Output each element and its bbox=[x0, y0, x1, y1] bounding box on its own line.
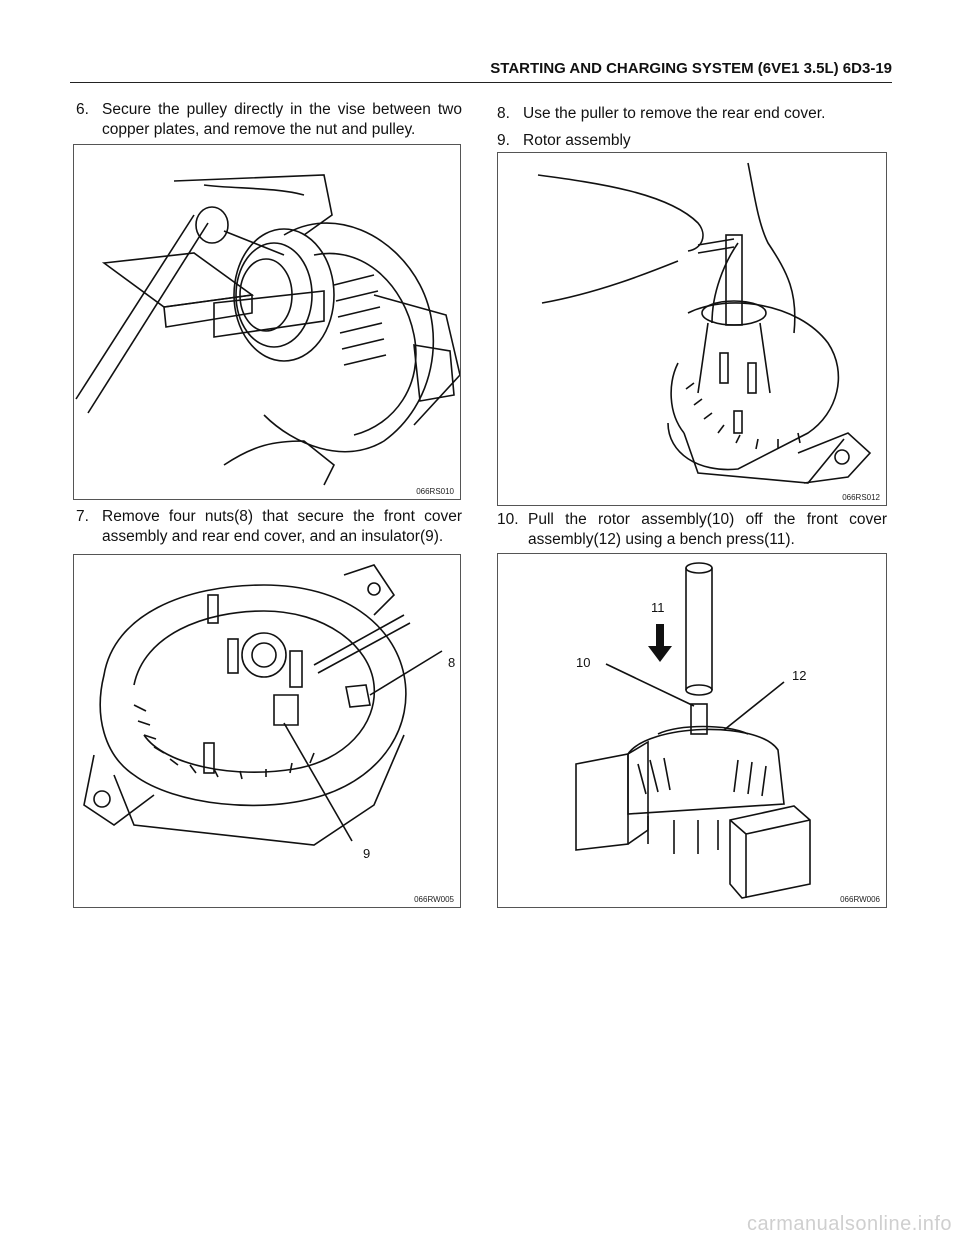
page-header: STARTING AND CHARGING SYSTEM (6VE1 3.5L)… bbox=[70, 60, 892, 83]
callout-9: 9 bbox=[363, 846, 371, 861]
step-number: 7. bbox=[76, 508, 89, 525]
step-text: Remove four nuts(8) that secure the fron… bbox=[102, 508, 462, 545]
step-text: Secure the pulley directly in the vise b… bbox=[102, 101, 462, 138]
step-number: 8. bbox=[497, 105, 510, 122]
figure-code: 066RW006 bbox=[840, 895, 880, 904]
illustration-rotor-press bbox=[575, 562, 811, 899]
step-6: 6. Secure the pulley directly in the vis… bbox=[76, 100, 462, 140]
illustration-alternator-rear bbox=[83, 564, 443, 846]
step-text: Use the puller to remove the rear end co… bbox=[523, 105, 826, 122]
header-title: STARTING AND CHARGING SYSTEM (6VE1 3.5L)… bbox=[490, 60, 892, 77]
figure-code: 066RW005 bbox=[414, 895, 454, 904]
callout-11: 11 bbox=[651, 600, 665, 615]
step-number: 10. bbox=[497, 511, 519, 528]
step-number: 9. bbox=[497, 132, 510, 149]
callout-8: 8 bbox=[448, 655, 456, 670]
callout-10: 10 bbox=[576, 655, 591, 670]
figure-puller-rotor: 066RS012 bbox=[497, 152, 887, 506]
figure-bench-press: 11 10 12 066RW006 bbox=[497, 553, 887, 908]
step-text: Rotor assembly bbox=[523, 132, 631, 149]
figure-code: 066RS012 bbox=[842, 493, 880, 502]
figure-rear-cover-nuts: 8 9 066RW005 bbox=[73, 554, 461, 908]
step-number: 6. bbox=[76, 101, 89, 118]
step-9: 9. Rotor assembly bbox=[497, 131, 887, 151]
illustration-puller-removal bbox=[537, 162, 872, 484]
watermark: carmanualsonline.info bbox=[746, 1213, 952, 1235]
figure-code: 066RS010 bbox=[416, 487, 454, 496]
figure-pulley-vise: 066RS010 bbox=[73, 144, 461, 500]
illustration-pulley-in-vise bbox=[75, 174, 460, 486]
step-10: 10. Pull the rotor assembly(10) off the … bbox=[497, 510, 887, 550]
step-8: 8. Use the puller to remove the rear end… bbox=[497, 104, 887, 124]
step-7: 7. Remove four nuts(8) that secure the f… bbox=[76, 507, 462, 547]
step-text: Pull the rotor assembly(10) off the fron… bbox=[528, 511, 887, 548]
callout-12: 12 bbox=[792, 668, 807, 683]
